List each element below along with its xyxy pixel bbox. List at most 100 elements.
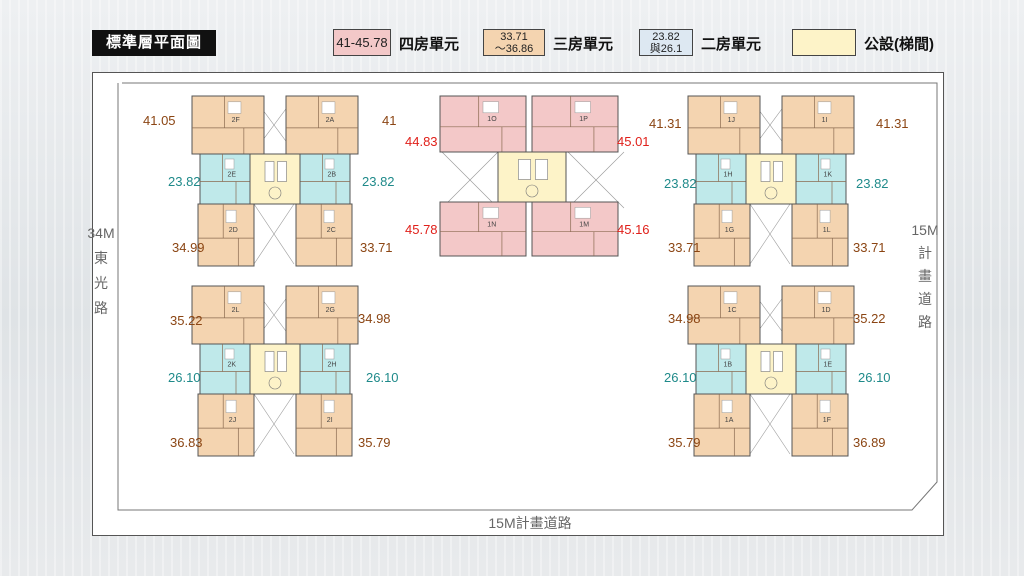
legend-label-three-room: 三房單元 [553, 36, 614, 53]
public-core [497, 151, 567, 203]
building-right-north-unit-tr: 1I [781, 95, 855, 155]
void-line [253, 393, 295, 455]
area-label: 41.31 [876, 116, 909, 131]
void-line [441, 151, 499, 209]
elevator [518, 159, 531, 180]
elevator [773, 161, 783, 182]
unit-code: 1G [725, 227, 734, 234]
building-center-unit-tr: 1P [531, 95, 619, 153]
public-core [249, 343, 301, 395]
elevator [264, 161, 275, 182]
building-right-south-unit-bl: 1A [693, 393, 751, 457]
site-boundary [117, 82, 938, 511]
bathroom [720, 348, 731, 360]
building-left-north-unit-tr: 2A [285, 95, 359, 155]
area-label: 35.22 [170, 313, 203, 328]
legend-swatch-text: 23.82 [652, 31, 680, 43]
bathroom [227, 291, 242, 304]
unit-code: 2B [328, 172, 337, 179]
bathroom [321, 291, 336, 304]
building-left-south-unit-ml: 2K [199, 343, 251, 395]
area-label: 33.71 [853, 240, 886, 255]
road-label-right: 15M 計 畫 道 路 [909, 222, 941, 331]
stair [525, 184, 539, 198]
unit-code: 1K [824, 172, 833, 179]
area-label: 45.78 [405, 222, 438, 237]
unit-code: 2E [228, 172, 237, 179]
unit-code: 2L [232, 307, 240, 314]
unit-code: 1N [487, 221, 496, 228]
void-line [749, 203, 791, 265]
legend-swatch-text: 與26.1 [649, 43, 683, 55]
road-label-line: 路 [94, 300, 108, 316]
building-left-north-unit-tl: 2F [191, 95, 265, 155]
bathroom [227, 101, 242, 114]
road-label-left: 34M 東 光 路 [86, 225, 116, 317]
building-right-south-unit-ml: 1B [695, 343, 747, 395]
bathroom [321, 101, 336, 114]
building-left-south-unit-mr: 2H [299, 343, 351, 395]
elevator [535, 159, 548, 180]
unit-code: 2J [229, 417, 236, 424]
unit-code: 1F [823, 417, 831, 424]
elevator [264, 351, 275, 372]
bathroom [482, 101, 499, 114]
area-label: 34.98 [358, 311, 391, 326]
building-right-north-unit-tl: 1J [687, 95, 761, 155]
area-label: 35.79 [668, 435, 701, 450]
building-right-south-unit-mr: 1E [795, 343, 847, 395]
building-center-core [497, 151, 567, 203]
legend-label-public: 公設(梯間) [864, 36, 934, 53]
unit-code: 1L [823, 227, 831, 234]
bathroom [723, 101, 738, 114]
unit-code: 1I [822, 117, 828, 124]
building-right-north-unit-bl: 1G [693, 203, 751, 267]
bathroom [225, 209, 237, 223]
building-left-south-core [249, 343, 301, 395]
area-label: 26.10 [664, 370, 697, 385]
legend-swatch-text: ～36.86 [494, 43, 534, 55]
legend-label-two-room: 二房單元 [701, 36, 762, 53]
legend-swatch-text: 41-45.78 [336, 35, 388, 50]
bathroom [819, 399, 831, 413]
area-label: 35.22 [853, 311, 886, 326]
legend-swatch-four-room: 41-45.78 [333, 29, 391, 56]
void-line [567, 151, 625, 209]
area-label: 41.05 [143, 113, 176, 128]
building-left-north-unit-mr: 2B [299, 153, 351, 205]
unit-code: 1A [725, 417, 734, 424]
bathroom [323, 209, 335, 223]
bathroom [574, 207, 591, 219]
area-label: 26.10 [366, 370, 399, 385]
bathroom [820, 348, 831, 360]
bathroom [323, 399, 335, 413]
area-label: 35.79 [358, 435, 391, 450]
building-center-unit-bl: 1N [439, 201, 527, 257]
building-right-north-core [745, 153, 797, 205]
stair [764, 186, 778, 200]
void-line [749, 393, 791, 455]
legend-swatch-three-room: 33.71 ～36.86 [483, 29, 545, 56]
area-label: 34.98 [668, 311, 701, 326]
elevator [760, 161, 771, 182]
building-left-north-unit-bl: 2D [197, 203, 255, 267]
legend-swatch-text: 33.71 [500, 31, 528, 43]
building-left-south-unit-tr: 2G [285, 285, 359, 345]
stair [764, 376, 778, 390]
bathroom [817, 101, 832, 114]
public-core [745, 153, 797, 205]
road-label-line: 34M [87, 225, 115, 241]
unit-code: 2F [232, 117, 240, 124]
area-label: 26.10 [858, 370, 891, 385]
legend-swatch-public [792, 29, 856, 56]
building-center-unit-br: 1M [531, 201, 619, 257]
area-label: 41 [382, 113, 397, 128]
building-right-south-core [745, 343, 797, 395]
area-label: 36.83 [170, 435, 203, 450]
legend-swatch-two-room: 23.82 與26.1 [639, 29, 693, 56]
unit-code: 2A [326, 117, 335, 124]
unit-code: 1C [728, 307, 737, 314]
road-label-line: 畫 [918, 268, 932, 284]
unit-code: 1O [487, 116, 497, 123]
area-label: 36.89 [853, 435, 886, 450]
